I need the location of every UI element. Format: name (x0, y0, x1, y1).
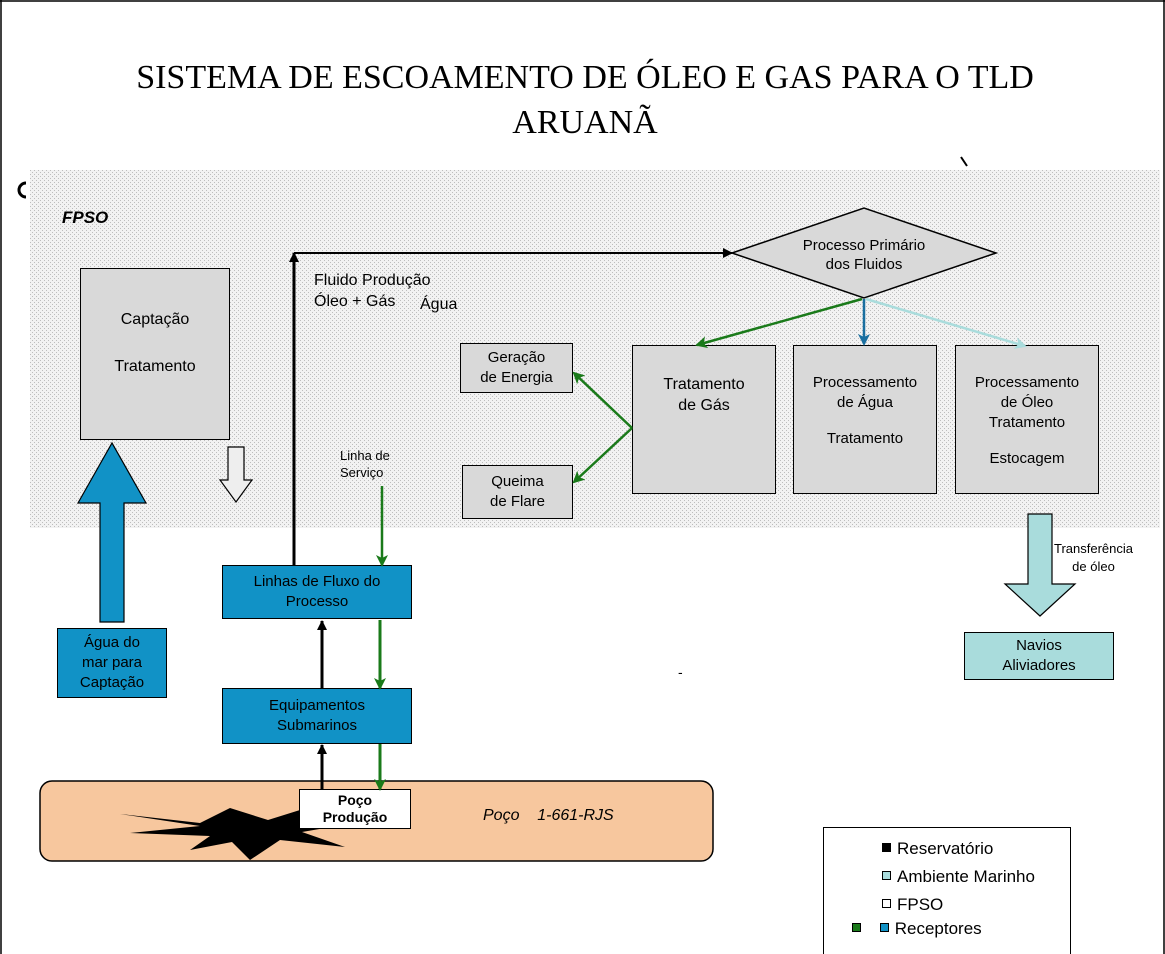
poco-label-1: Poço (337, 792, 373, 808)
legend-swatch-reservatorio (882, 843, 891, 853)
agua-mar-label-2: mar para (81, 654, 143, 671)
agua-mar-label-1: Água do (84, 634, 140, 651)
transferencia-label-2: de óleo (1072, 559, 1115, 574)
title-line-1: SISTEMA DE ESCOAMENTO DE ÓLEO E GAS PARA… (136, 59, 1034, 96)
to-gas-arrow (695, 297, 863, 349)
queima-flare-box: Queima de Flare (462, 465, 573, 519)
processo-primario-label: Processo Primário dos Fluidos (780, 236, 948, 274)
linha-label-2: Serviço (340, 465, 384, 480)
proc-agua-label-3: Tratamento (826, 430, 904, 447)
equipamentos-submarinos-box: Equipamentos Submarinos (222, 688, 412, 744)
legend-item-receptores: Receptores (852, 919, 982, 939)
geracao-energia-box: Geração de Energia (460, 343, 573, 393)
to-oleo-arrow (865, 297, 1027, 349)
linhas-fluxo-label-2: Processo (285, 593, 349, 610)
agua-mar-label-3: Captação (79, 674, 145, 691)
processo-primario-label-1: Processo Primário (802, 237, 926, 254)
captacao-label: Captação (120, 311, 190, 328)
captacao-down-arrow (218, 446, 254, 504)
poco-label-2: Produção (322, 809, 388, 825)
legend-label-receptores: Receptores (894, 919, 982, 938)
processamento-oleo-box: Processamento de Óleo Tratamento Estocag… (955, 345, 1099, 494)
proc-agua-label-1: Processamento (812, 374, 918, 391)
trat-gas-label-2: de Gás (678, 397, 730, 414)
proc-oleo-label-4: Estocagem (989, 450, 1065, 467)
navios-aliviadores-box: Navios Aliviadores (964, 632, 1114, 680)
linha-label-1: Linha de (340, 448, 390, 463)
legend: Reservatório Ambiente Marinho FPSO Recep… (823, 827, 1071, 954)
gas-to-geracao-arrow (572, 371, 633, 429)
navios-label-1: Navios (1016, 637, 1062, 654)
linha-servico-label: Linha de Serviço (340, 447, 390, 481)
equip-label-2: Submarinos (276, 717, 358, 734)
legend-label-ambiente: Ambiente Marinho (897, 867, 1035, 886)
proc-agua-label-2: de Água (837, 394, 893, 411)
legend-swatch-fpso (882, 899, 891, 909)
gas-to-queima-arrow (572, 427, 633, 484)
navios-label-2: Aliviadores (1002, 657, 1076, 674)
legend-label-reservatorio: Reservatório (897, 839, 994, 858)
fluido-label-1: Fluido Produção (314, 272, 431, 289)
proc-oleo-label-1: Processamento (974, 374, 1080, 391)
transferencia-label: Transferência de óleo (1054, 540, 1133, 576)
proc-oleo-label-3: Tratamento (988, 414, 1066, 431)
fluido-label-2: Óleo + Gás (314, 293, 396, 310)
legend-swatch-receptores-green (852, 923, 861, 933)
processo-primario-label-2: dos Fluidos (825, 256, 903, 273)
page-title: SISTEMA DE ESCOAMENTO DE ÓLEO E GAS PARA… (40, 55, 1130, 145)
legend-item-reservatorio: Reservatório (882, 839, 993, 859)
processamento-agua-box: Processamento de Água Tratamento (793, 345, 937, 494)
tratamento-label: Tratamento (114, 358, 196, 375)
legend-swatch-ambiente (882, 871, 891, 881)
agua-mar-box: Água do mar para Captação (57, 628, 167, 698)
geracao-label-1: Geração (487, 349, 546, 366)
linhas-fluxo-box: Linhas de Fluxo do Processo (222, 565, 412, 619)
fluido-producao-label: Fluido Produção Óleo + Gás (314, 270, 431, 312)
agua-mar-block-arrow (76, 441, 148, 623)
queima-label-1: Queima (491, 473, 544, 490)
captacao-tratamento-box: Captação Tratamento (80, 268, 230, 440)
transferencia-label-1: Transferência (1054, 541, 1133, 556)
queima-label-2: de Flare (489, 493, 546, 510)
legend-swatch-receptores-blue (879, 923, 889, 933)
legend-item-ambiente: Ambiente Marinho (882, 867, 1035, 887)
fpso-label: FPSO (62, 208, 109, 227)
title-line-2: ARUANÃ (512, 104, 658, 141)
processo-primario-diamond (729, 207, 999, 299)
equip-label-1: Equipamentos (269, 697, 365, 714)
trat-gas-label-1: Tratamento (663, 376, 745, 393)
legend-label-fpso: FPSO (897, 895, 944, 914)
legend-item-fpso: FPSO (882, 895, 943, 915)
poco-id-label: Poço 1-661-RJS (483, 807, 614, 824)
poco-producao-box: Poço Produção (299, 789, 411, 829)
dash-mark: - (678, 664, 683, 680)
linhas-fluxo-label-1: Linhas de Fluxo do (253, 573, 381, 590)
geracao-label-2: de Energia (480, 369, 553, 386)
proc-oleo-label-2: de Óleo (1000, 394, 1054, 411)
agua-label: Água (420, 296, 458, 313)
tratamento-gas-box: Tratamento de Gás (632, 345, 776, 494)
transferencia-block-arrow (1003, 513, 1077, 617)
